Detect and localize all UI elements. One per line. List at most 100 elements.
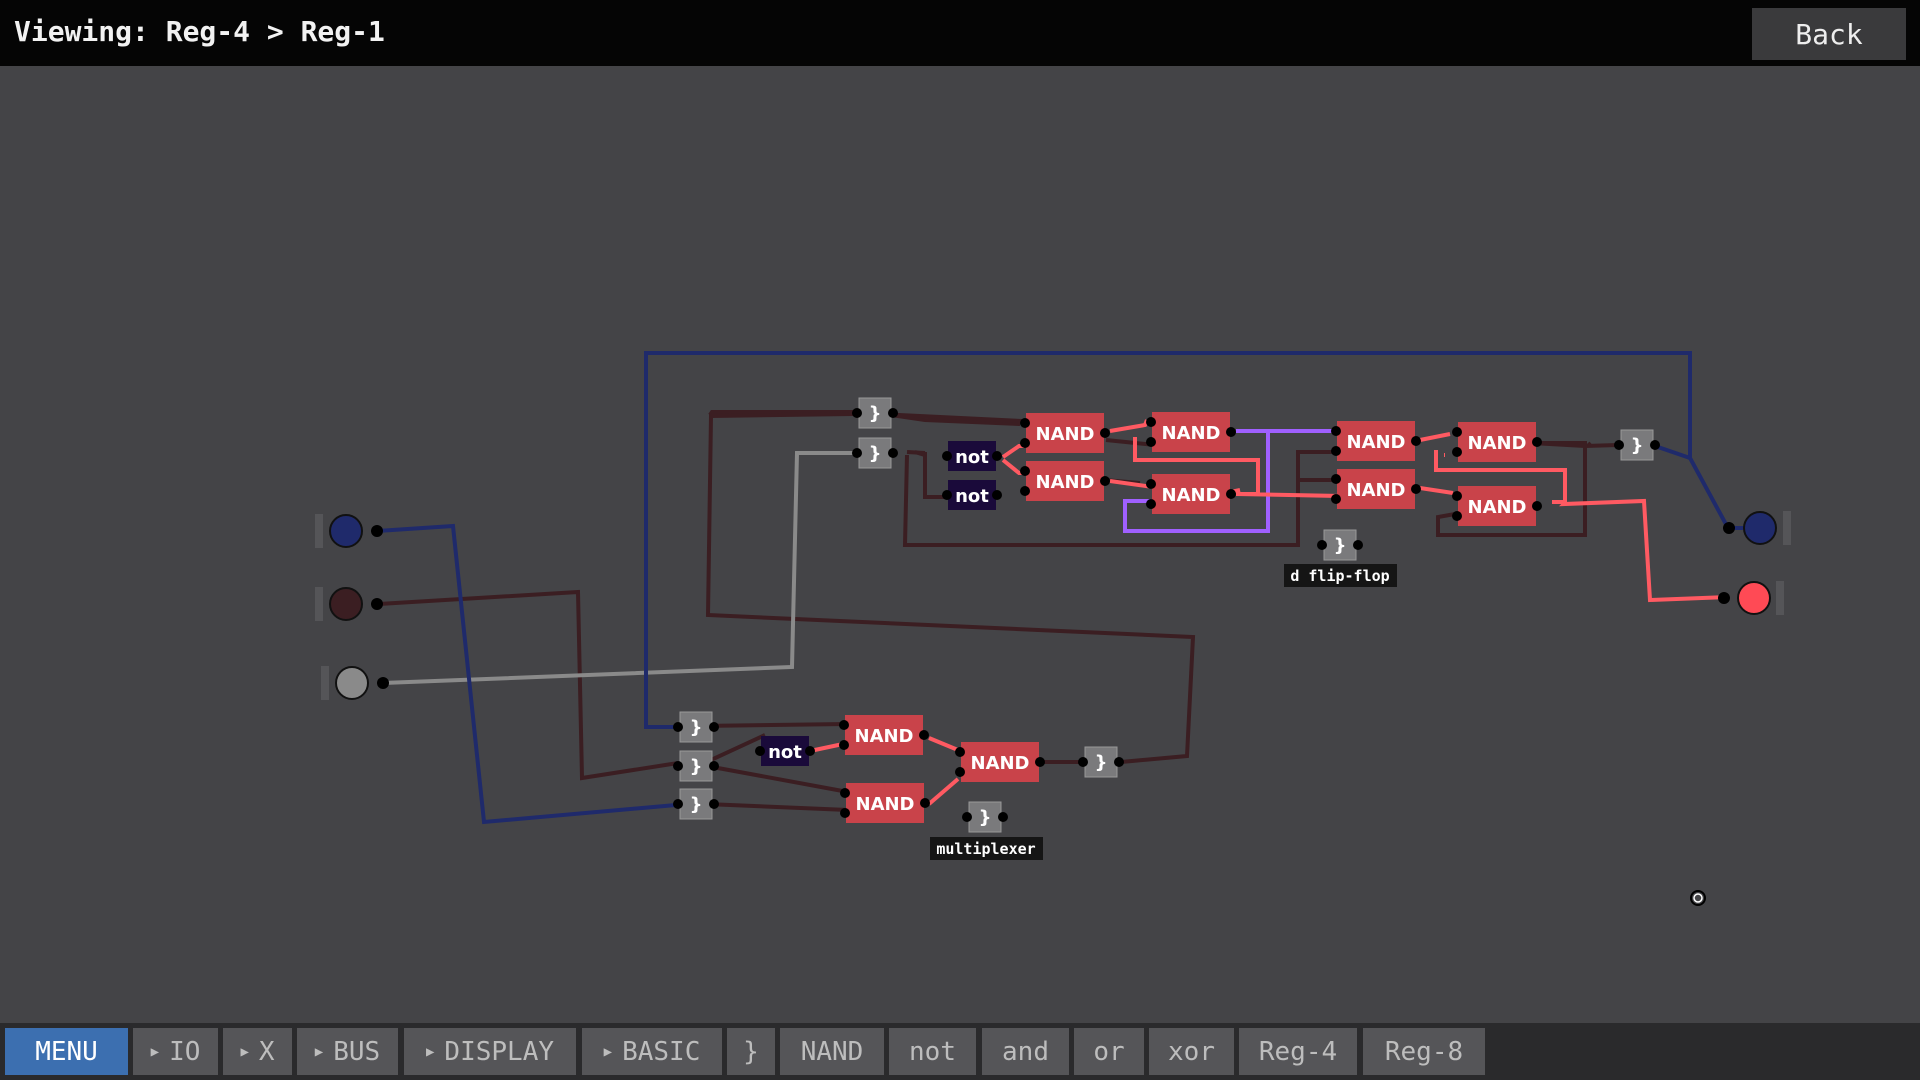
splitter-label: } — [1631, 435, 1644, 456]
nand-label: NAND — [855, 794, 914, 815]
splitter-label: } — [690, 717, 703, 738]
expand-arrow-icon: ▶ — [314, 1043, 324, 1060]
toolbar-and[interactable]: and — [982, 1028, 1069, 1075]
splitter-chip[interactable]: } — [673, 711, 719, 743]
cursor-icon — [1690, 890, 1706, 906]
nand-gate[interactable]: NAND — [1452, 422, 1542, 462]
toolbar-nand[interactable]: NAND — [780, 1028, 884, 1075]
nand-gate[interactable]: NAND — [1020, 413, 1110, 453]
connector-dot — [1723, 522, 1735, 534]
splitters[interactable]: } } } } } } } } — [673, 397, 1660, 833]
nand-gate[interactable]: NAND — [1146, 474, 1236, 514]
circuit-canvas[interactable]: } } } } } } } } — [0, 66, 1920, 1023]
splitter-label: } — [690, 794, 703, 815]
toolbar-reg8[interactable]: Reg-8 — [1363, 1028, 1485, 1075]
nand-label: NAND — [1161, 423, 1220, 444]
wire — [706, 764, 849, 794]
not-gate[interactable]: not — [942, 441, 1002, 471]
nand-label: NAND — [1346, 432, 1405, 453]
input-pins[interactable] — [315, 514, 389, 700]
connector-dot — [1718, 592, 1730, 604]
splitter-label: } — [979, 807, 992, 828]
input-handle[interactable] — [321, 666, 329, 700]
wire-on — [928, 736, 959, 752]
input-bus-node[interactable] — [329, 514, 363, 548]
toolbar-label: xor — [1168, 1036, 1215, 1067]
toolbar-label: NAND — [800, 1036, 864, 1067]
output-handle[interactable] — [1776, 581, 1784, 615]
splitter-chip[interactable]: } — [852, 437, 898, 469]
toolbar-label: BUS — [333, 1036, 381, 1067]
nand-label: NAND — [1346, 480, 1405, 501]
toolbar-bus[interactable]: ▶ BUS — [297, 1028, 398, 1075]
wire-on — [809, 742, 844, 753]
splitter-chip[interactable]: } — [673, 750, 719, 782]
expand-arrow-icon: ▶ — [240, 1043, 249, 1060]
nand-label: NAND — [970, 753, 1029, 774]
toolbar-not[interactable]: not — [889, 1028, 976, 1075]
toolbar-display[interactable]: ▶DISPLAY — [404, 1028, 576, 1075]
not-gate[interactable]: not — [942, 480, 1002, 510]
wire-bus — [1654, 444, 1691, 460]
toolbar-xor[interactable]: xor — [1149, 1028, 1234, 1075]
splitter-label: } — [1334, 535, 1347, 556]
toolbar-label: Reg-4 — [1258, 1036, 1338, 1067]
dff-label-tag: d flip-flop — [1284, 564, 1397, 587]
output-pins[interactable] — [1718, 511, 1791, 615]
toolbar-reg4[interactable]: Reg-4 — [1239, 1028, 1357, 1075]
bottom-toolbar: MENU ▶IO ▶X ▶BUS ▶DISPLAY ▶BASIC } NAND … — [0, 1023, 1920, 1080]
nand-gate[interactable]: NAND — [1146, 412, 1236, 452]
nand-label: NAND — [1467, 497, 1526, 518]
toolbar-label: BASIC — [622, 1036, 701, 1067]
splitter-chip[interactable]: } — [1317, 529, 1363, 561]
splitter-chip[interactable]: } — [1078, 746, 1124, 778]
nand-gate[interactable]: NAND — [1020, 461, 1110, 501]
output-handle[interactable] — [1783, 511, 1791, 545]
toolbar-basic[interactable]: ▶BASIC — [582, 1028, 722, 1075]
mux-label-tag: multiplexer — [930, 837, 1043, 860]
splitter-label: } — [1095, 752, 1108, 773]
toolbar-label: DISPLAY — [444, 1036, 554, 1067]
toolbar-label: or — [1093, 1036, 1125, 1067]
input-node-gray[interactable] — [335, 666, 369, 700]
input-handle[interactable] — [315, 587, 323, 621]
wire-on — [1001, 444, 1024, 459]
splitter-chip[interactable]: } — [1614, 429, 1660, 461]
not-label: not — [955, 447, 989, 468]
nand-gate[interactable]: NAND — [840, 783, 930, 823]
nand-gate[interactable]: NAND — [839, 715, 929, 755]
toolbar-label: MENU — [35, 1036, 98, 1067]
toolbar-io[interactable]: ▶IO — [133, 1028, 218, 1075]
back-button[interactable]: Back — [1752, 8, 1906, 60]
toolbar-label: X — [258, 1036, 275, 1067]
nand-gate[interactable]: NAND — [1452, 486, 1542, 526]
wire — [1436, 441, 1587, 537]
wire-purple — [1123, 431, 1270, 533]
wire-on — [927, 777, 960, 806]
menu-button[interactable]: MENU — [5, 1028, 128, 1075]
not-gate[interactable]: not — [755, 736, 815, 766]
output-bus-node[interactable] — [1743, 511, 1777, 545]
breadcrumb-title: Viewing: Reg-4 > Reg-1 — [14, 15, 385, 48]
input-handle[interactable] — [315, 514, 323, 548]
toolbar-x[interactable]: ▶X — [223, 1028, 292, 1075]
nand-gate[interactable]: NAND — [955, 742, 1045, 782]
splitter-chip[interactable]: } — [852, 397, 898, 429]
not-gates[interactable]: not not not — [755, 441, 1002, 766]
nand-gate[interactable]: NAND — [1331, 469, 1421, 509]
output-node-on[interactable] — [1737, 581, 1771, 615]
nand-gates[interactable]: NAND NAND NAND NAND NAND NAND NAND NAND — [839, 412, 1542, 823]
wire-gray — [382, 451, 857, 685]
splitter-chip[interactable]: } — [962, 801, 1008, 833]
splitter-chip[interactable]: } — [673, 788, 719, 820]
toolbar-label: and — [1002, 1036, 1049, 1067]
wire — [1586, 441, 1592, 447]
toolbar-splitter[interactable]: } — [727, 1028, 775, 1075]
toolbar-or[interactable]: or — [1074, 1028, 1144, 1075]
input-node-off[interactable] — [329, 587, 363, 621]
wire-on — [1419, 486, 1454, 495]
top-bar: Viewing: Reg-4 > Reg-1 Back — [0, 0, 1920, 66]
wire — [697, 722, 848, 728]
splitter-label: } — [869, 443, 882, 464]
nand-gate[interactable]: NAND — [1331, 421, 1421, 461]
